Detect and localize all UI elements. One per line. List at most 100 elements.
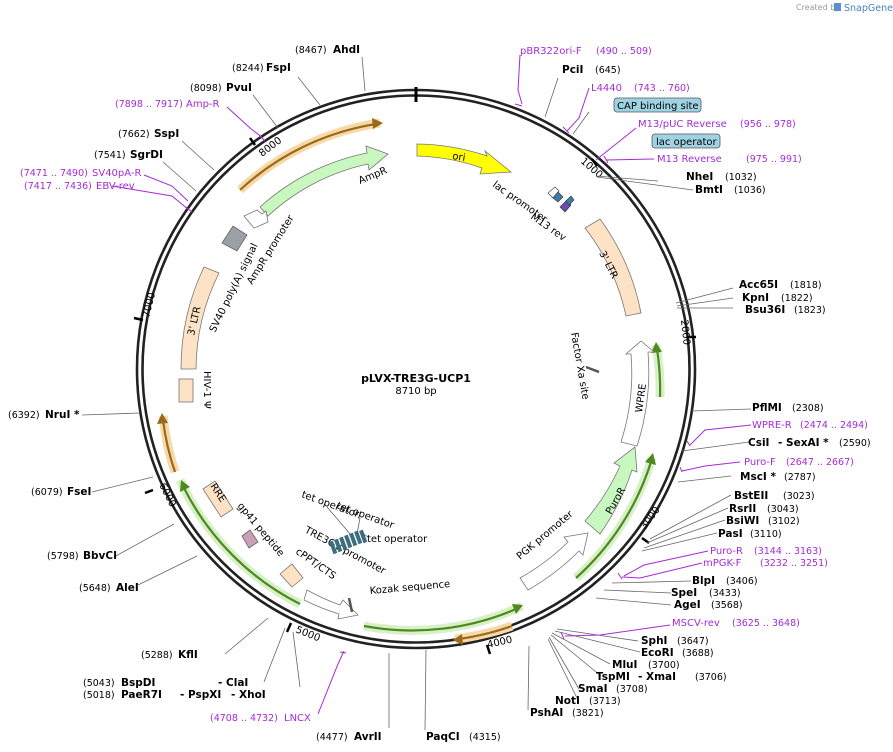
ampr-primer-range: (7898 .. 7917): [115, 99, 183, 110]
pbr322-name: pBR322ori-F: [520, 46, 582, 57]
puror-primer-name: Puro-R: [710, 546, 743, 557]
mpgkf-name: mPGK-F: [703, 558, 742, 569]
m13rev-primer-range: (975 .. 991): [746, 154, 802, 165]
wpre-label: WPRE: [634, 383, 649, 413]
rsrii-name: RsrII: [729, 503, 756, 515]
mscvrev-name: MSCV-rev: [672, 618, 720, 629]
sv40pa-name: SV40pA-R: [92, 168, 141, 179]
lncx-range: (4708 .. 4732): [210, 713, 278, 724]
paer7i-pos: (5018): [83, 690, 115, 701]
l4440-name: L4440: [591, 83, 622, 94]
orf-head-top: [372, 118, 383, 129]
acc65i-name: Acc65I: [739, 279, 778, 291]
alei-pos: (5648): [79, 583, 111, 594]
ampr-label: AmpR: [357, 165, 389, 186]
kfli-pos: (5288): [141, 650, 173, 661]
msci-pos: (2787): [784, 472, 816, 483]
avrii-pos: (4477): [316, 732, 348, 743]
m13rev-primer-name: M13 Reverse: [657, 154, 722, 165]
avrii-name: AvrII: [354, 731, 382, 743]
mscvrev-range: (3625 .. 3648): [732, 618, 800, 629]
snapgene-logo: [834, 3, 841, 11]
wprer-range: (2474 .. 2494): [800, 420, 868, 431]
orf-line-top: [239, 122, 377, 191]
fsei-name: FseI: [67, 486, 91, 498]
acc65i-pos: (1818): [790, 280, 822, 291]
factor-xa-feature: Factor Xa site: [568, 332, 600, 401]
cap-box: [613, 97, 702, 113]
tick-5000: 5000: [294, 625, 322, 645]
bbvci-name: BbvCI: [83, 550, 117, 562]
kfli-name: KflI: [178, 649, 198, 661]
noti-pos: (3713): [589, 696, 621, 707]
noti-name: NotI: [555, 695, 580, 707]
credit-prefix: Created by: [796, 3, 840, 12]
sv40-label: SV40 poly(A) signal: [208, 242, 261, 335]
sexai-name: - SexAI *: [778, 437, 829, 449]
mlui-pos: (3700): [648, 660, 680, 671]
bbvci-pos: (5798): [47, 551, 79, 562]
bmti-pos: (1036): [734, 185, 766, 196]
bsiwi-name: BsiWI: [726, 515, 759, 527]
ecori-name: EcoRI: [641, 647, 674, 659]
plasmid-name: pLVX-TRE3G-UCP1: [361, 372, 471, 385]
bsiwi-pos: (3102): [768, 516, 800, 527]
pcii-name: PciI: [562, 64, 583, 76]
credit-brand: SnapGene: [844, 3, 893, 14]
m13puc-name: M13/pUC Reverse: [638, 119, 727, 130]
paqci-name: PaqCI: [426, 731, 460, 743]
ori-label: ori: [452, 151, 467, 164]
blpi-name: BlpI: [692, 575, 715, 587]
ltr-left-feature: 3' LTR: [180, 266, 220, 370]
pasi-pos: (3110): [750, 529, 782, 540]
alei-name: AleI: [116, 582, 139, 594]
pvui-pos: (8098): [190, 83, 222, 94]
ahdi-name: AhdI: [333, 44, 360, 56]
plasmid-size: 8710 bp: [395, 386, 436, 397]
bsteii-name: BstEII: [734, 490, 768, 502]
rsrii-pos: (3043): [767, 504, 799, 515]
fsei-pos: (6079): [31, 487, 63, 498]
tick-3000: 3000: [639, 505, 663, 532]
bmti-name: BmtI: [695, 184, 723, 196]
backbone-outer: [135, 88, 697, 650]
tspmi-name: TspMI: [596, 671, 630, 683]
csii-name: CsiI: [748, 437, 769, 449]
factor-xa-label: Factor Xa site: [568, 332, 591, 401]
pvui-name: PvuI: [226, 82, 252, 94]
blpi-pos: (3406): [726, 576, 758, 587]
ori-feature: ori: [416, 143, 513, 175]
xhoi-name: - XhoI: [231, 689, 266, 701]
pflmi-name: PflMI: [752, 402, 782, 414]
purof-name: Puro-F: [744, 457, 776, 468]
paer7i-name: PaeR7I: [121, 689, 162, 701]
smai-name: SmaI: [578, 683, 608, 695]
ampr-primer-name: Amp-R: [186, 99, 220, 110]
callout-lines: [81, 56, 752, 731]
ecori-pos: (3688): [682, 648, 714, 659]
fspi-name: FspI: [266, 62, 291, 74]
nhei-pos: (1032): [725, 172, 757, 183]
fspi-pos: (8244): [232, 63, 264, 74]
spei-name: SpeI: [671, 587, 697, 599]
tet-operator-feature: tet operator tet operator tet operator K…: [300, 489, 451, 613]
paqci-pos: (4315): [469, 732, 501, 743]
rre-feature: RRE: [202, 480, 234, 518]
tick-2000: 2000: [678, 319, 692, 345]
cap-label: CAP binding site: [617, 101, 699, 112]
spei-pos: (3433): [709, 588, 741, 599]
nrui-name: NruI *: [45, 409, 80, 421]
kpni-pos: (1822): [781, 293, 813, 304]
bspdi-pos: (5043): [83, 678, 115, 689]
bsteii-pos: (3023): [783, 491, 815, 502]
m13puc-range: (956 .. 978): [740, 119, 796, 130]
pflmi-pos: (2308): [792, 403, 824, 414]
pshai-name: PshAI: [530, 707, 563, 719]
mpgkf-range: (3232 .. 3251): [760, 558, 828, 569]
hiv-psi-label: HIV-1 Ψ: [201, 371, 212, 409]
bsu36i-pos: (1823): [794, 305, 826, 316]
pcii-pos: (645): [595, 65, 621, 76]
hiv-psi-feature: HIV-1 Ψ: [178, 371, 212, 409]
l4440-range: (743 .. 760): [634, 83, 690, 94]
kozak-label: Kozak sequence: [369, 579, 450, 597]
